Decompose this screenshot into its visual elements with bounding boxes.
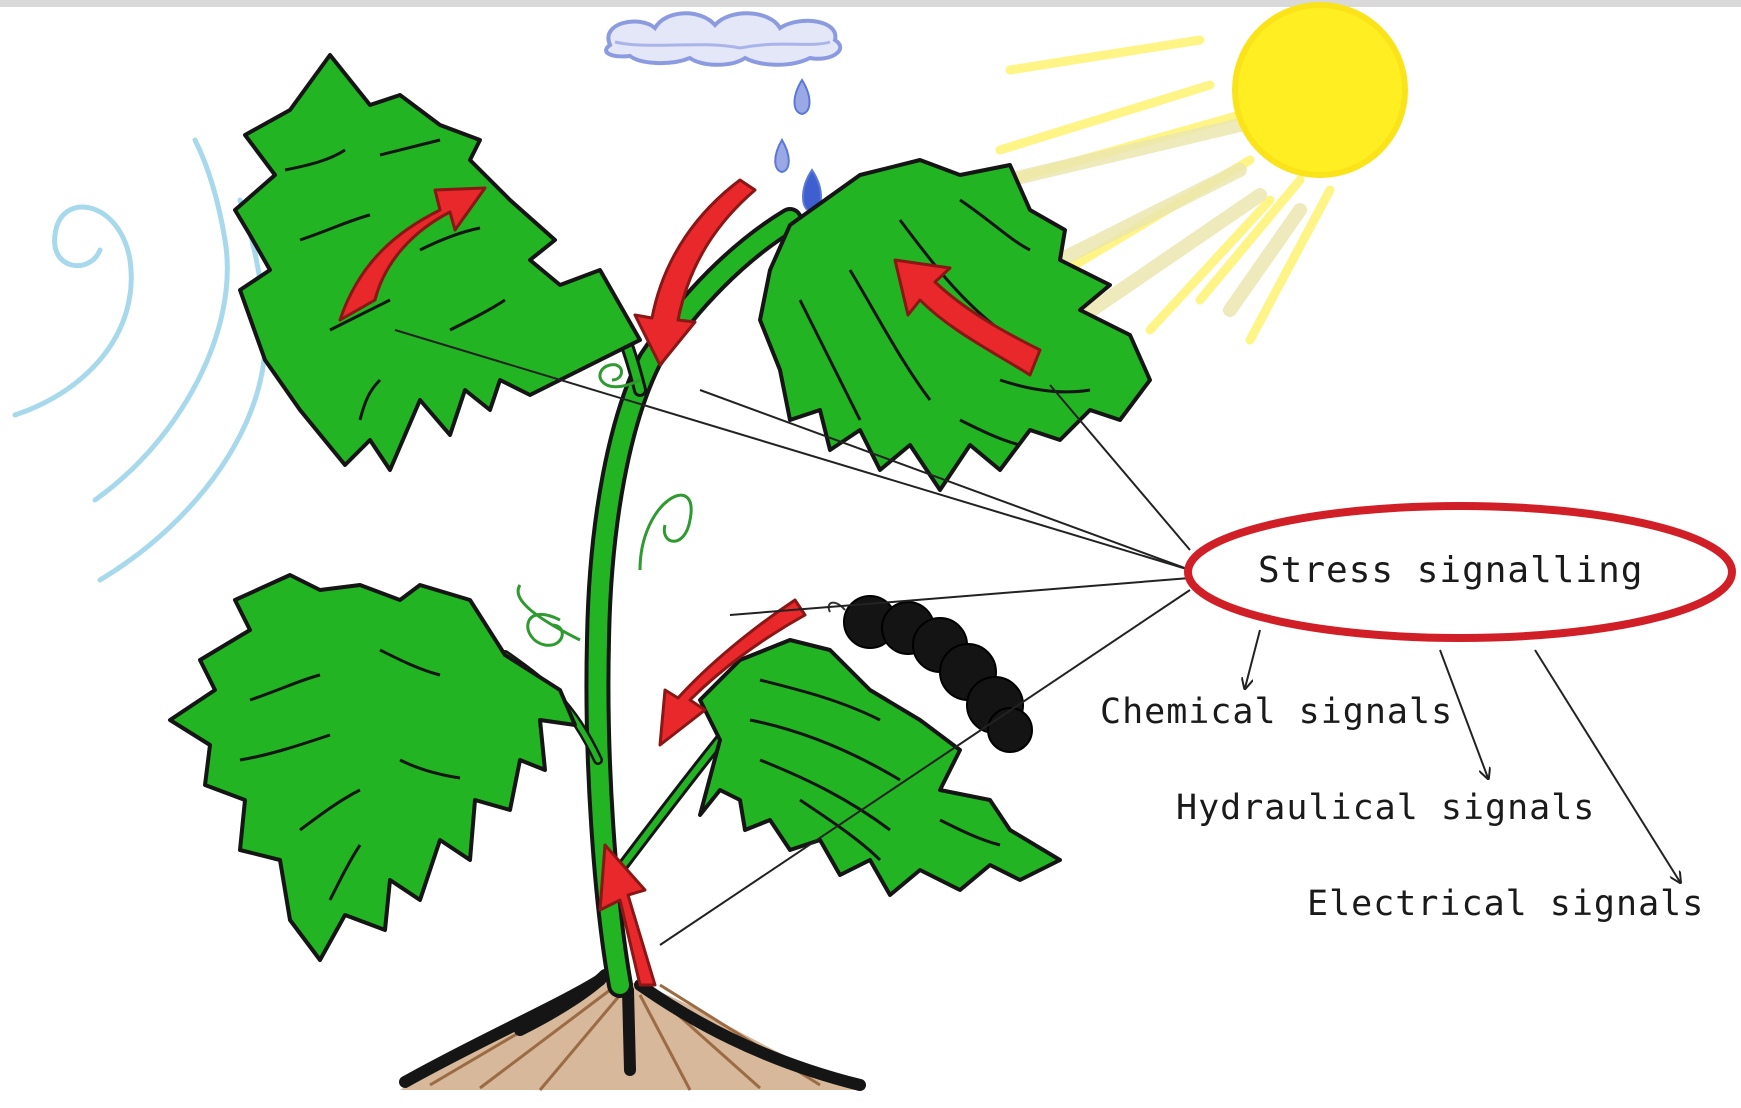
output-arrows	[1245, 630, 1680, 882]
leaf-bottom-left	[170, 575, 575, 960]
electrical-signals-label: Electrical signals	[1307, 884, 1704, 924]
wind-icon	[15, 140, 265, 580]
stress-signalling-label: Stress signalling	[1258, 550, 1643, 591]
hydraulical-signals-label: Hydraulical signals	[1176, 788, 1595, 828]
cloud-icon	[606, 13, 840, 64]
rain-drops	[775, 80, 821, 212]
chemical-signals-label: Chemical signals	[1100, 692, 1453, 732]
leaf-top-left	[235, 55, 640, 470]
